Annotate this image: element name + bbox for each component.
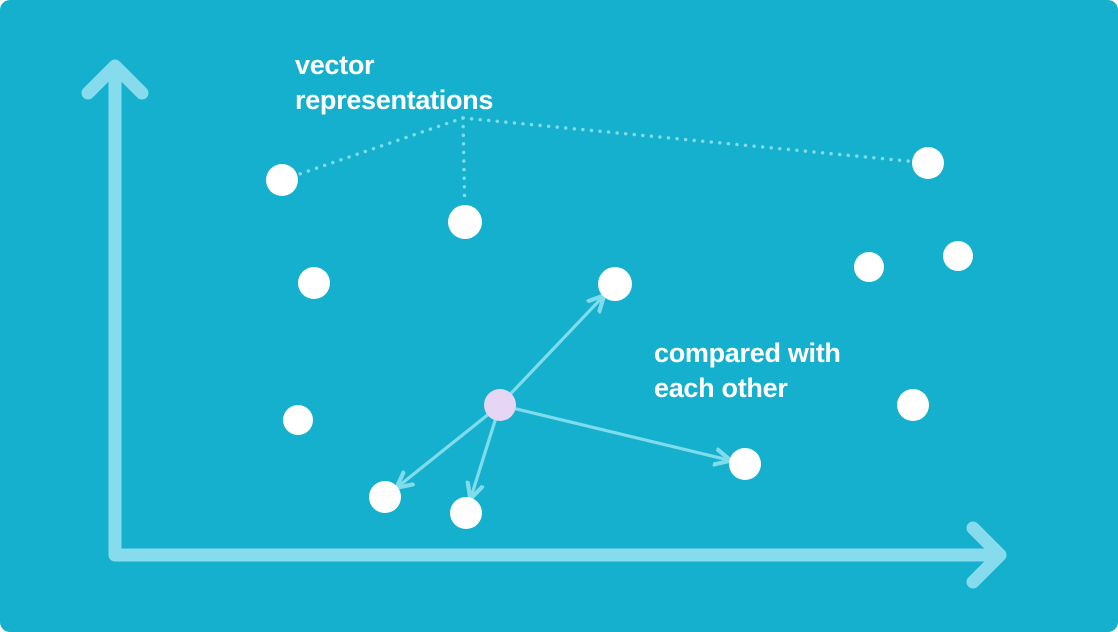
axis-shaft	[108, 71, 993, 562]
comparison-arrow	[401, 411, 492, 484]
vector-node	[369, 481, 401, 513]
vector-node	[912, 147, 944, 179]
vector-node	[283, 405, 313, 435]
x-axis-arrowhead	[966, 521, 1007, 589]
vector-node	[598, 267, 632, 301]
vector-node	[854, 252, 884, 282]
dotted-callout-line	[461, 116, 911, 163]
comparison-arrow	[507, 300, 600, 398]
vector-node	[266, 164, 298, 196]
vector-node	[943, 241, 973, 271]
y-axis-arrowhead	[81, 59, 149, 100]
vector-node	[450, 497, 482, 529]
vector-node	[729, 448, 761, 480]
dotted-callout-line	[298, 116, 465, 176]
comparison-arrows	[401, 300, 724, 493]
comparison-arrow	[511, 406, 725, 459]
vector-node	[298, 267, 330, 299]
vector-node	[448, 205, 482, 239]
vector-node	[897, 389, 929, 421]
callout-dotted-lines	[298, 116, 911, 204]
dotted-callout-line	[461, 116, 467, 204]
axes	[81, 59, 1007, 589]
query-vector-node	[484, 389, 516, 421]
vector-nodes	[266, 147, 973, 529]
comparison-arrow	[472, 415, 498, 493]
